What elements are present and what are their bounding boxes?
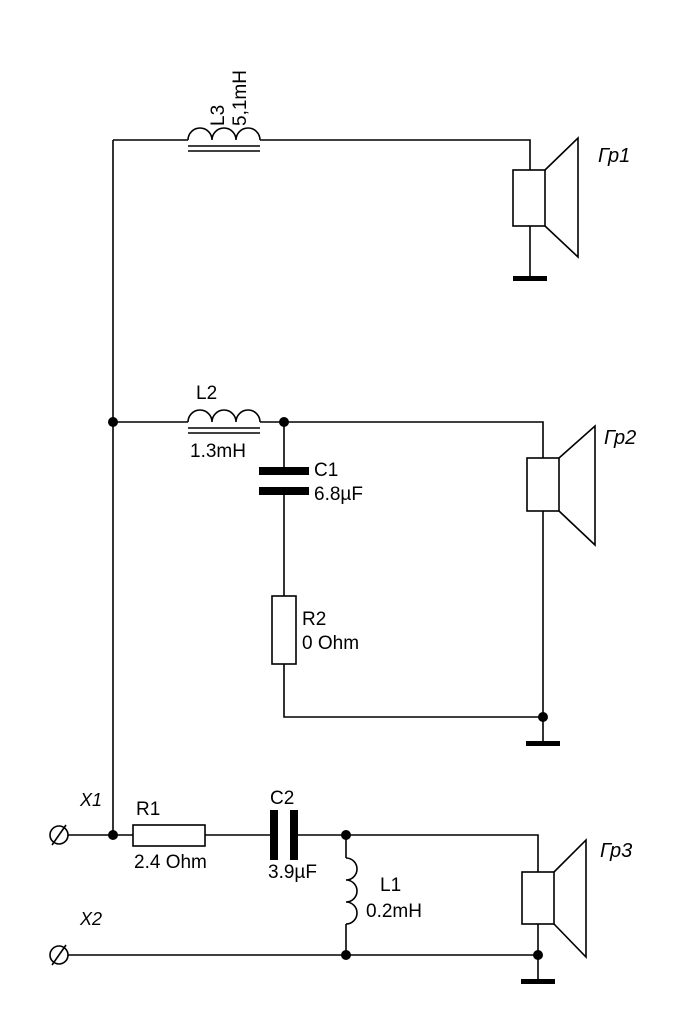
speaker-label-gr1: Гр1 — [598, 145, 630, 167]
capacitor-c1-plate-top — [259, 467, 309, 475]
capacitor-c2-plate-left — [270, 810, 278, 860]
capacitor-label-c2-ref: C2 — [270, 788, 294, 809]
junction-dot-r2-gr2 — [538, 712, 548, 722]
inductor-label-l3-value: 5,1mH — [230, 70, 251, 126]
ground-symbol-gr1 — [513, 276, 547, 281]
wire-c2-right — [298, 834, 539, 872]
speaker-gr3 — [521, 838, 587, 959]
wire-l3-right — [260, 139, 531, 170]
junction-dot-bus-l2 — [108, 417, 118, 427]
inductor-label-l2-value: 1.3mH — [190, 441, 246, 462]
branch-gr1: Гр1 L3 5,1mH — [113, 70, 630, 281]
wire-r2-bottom — [283, 664, 543, 718]
junction-dot-gr3-x2 — [533, 950, 543, 960]
terminal-label-x2: X2 — [79, 909, 102, 929]
resistor-r1 — [132, 824, 206, 847]
branch-gr2: Гр2 L2 1.3mH C1 6.8µF R2 0 Ohm — [113, 383, 636, 746]
resistor-label-r2-ref: R2 — [302, 609, 326, 630]
ground-symbol-gr2 — [526, 741, 560, 746]
terminal-x1 — [49, 824, 69, 846]
ground-symbol-gr3 — [521, 979, 555, 984]
inductor-label-l1-value: 0.2mH — [366, 901, 422, 922]
inductor-l2 — [187, 409, 261, 434]
resistor-label-r1-ref: R1 — [136, 799, 160, 820]
speaker-label-gr3: Гр3 — [600, 840, 632, 862]
terminal-label-x1: X1 — [79, 790, 102, 810]
inductor-label-l1-ref: L1 — [380, 875, 401, 896]
resistor-label-r2-value: 0 Ohm — [302, 633, 359, 654]
junction-dot-l2-c1 — [279, 417, 289, 427]
capacitor-label-c1-value: 6.8µF — [314, 484, 363, 505]
inductor-l3 — [187, 127, 261, 152]
inductor-label-l3-ref: L3 — [208, 105, 229, 126]
terminal-x2 — [49, 944, 69, 966]
speaker-label-gr2: Гр2 — [604, 427, 636, 449]
speaker-gr2 — [526, 424, 596, 547]
inductor-l1 — [345, 857, 358, 925]
resistor-label-r1-value: 2.4 Ohm — [134, 852, 207, 873]
resistor-r2 — [271, 595, 297, 665]
capacitor-label-c1-ref: C1 — [314, 460, 338, 481]
speaker-gr1 — [512, 136, 579, 259]
junction-dot-c2-l1 — [341, 830, 351, 840]
capacitor-label-c2-value: 3.9µF — [268, 862, 317, 883]
capacitor-c1-plate-bottom — [259, 487, 309, 495]
capacitor-c2-plate-right — [290, 810, 298, 860]
inductor-label-l2-ref: L2 — [196, 383, 217, 404]
junction-dot-l1-x2 — [341, 950, 351, 960]
wire-l2-right — [260, 421, 544, 458]
junction-dot-bus-x1 — [108, 830, 118, 840]
